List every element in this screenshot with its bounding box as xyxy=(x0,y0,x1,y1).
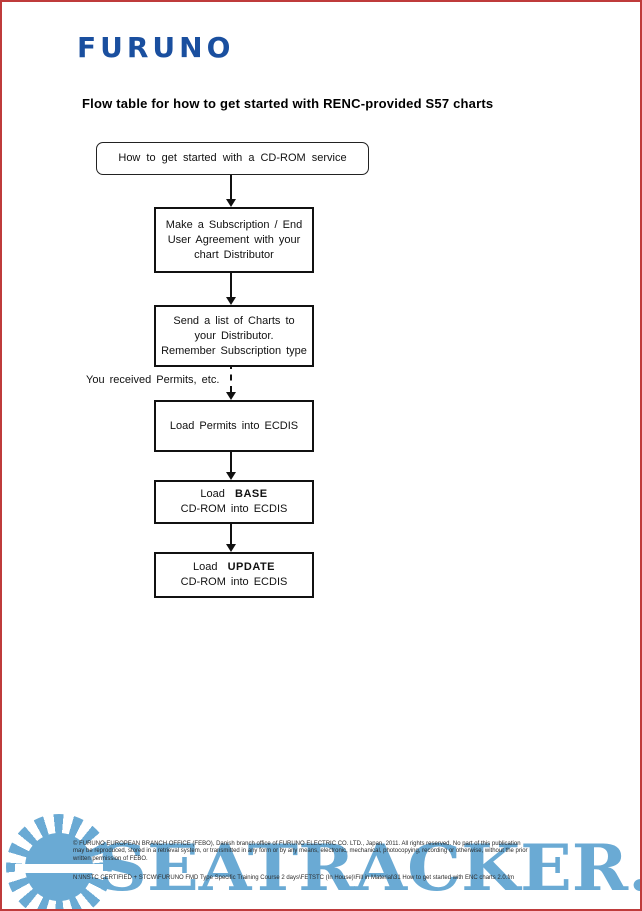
sun-horizon-stripe xyxy=(15,864,103,873)
permits-annotation: You received Permits, etc. xyxy=(86,374,220,386)
file-path-text: N:\INSTC CERTIFIED + STCW\FURUNO FMD Typ… xyxy=(73,875,515,881)
page-title: Flow table for how to get started with R… xyxy=(82,96,494,111)
box-line: Remember Subscription type xyxy=(161,344,307,357)
flowchart-box-send-charts: Send a list of Charts to your Distributo… xyxy=(154,305,314,367)
copyright-text: © FURUNO EUROPEAN BRANCH OFFICE (FEBO), … xyxy=(73,841,585,863)
flow-arrow-2 xyxy=(225,269,236,305)
box-line: chart Distributor xyxy=(194,248,274,261)
box-line: Send a list of Charts to xyxy=(173,314,295,327)
box-line: User Agreement with your xyxy=(167,233,301,246)
flowchart-box-load-base: Load BASE CD-ROM into ECDIS xyxy=(154,480,314,524)
box-word: Load xyxy=(192,561,218,573)
flowchart-box-load-update: Load UPDATE CD-ROM into ECDIS xyxy=(154,552,314,598)
flow-arrow-5 xyxy=(225,520,236,552)
box-line: your Distributor. xyxy=(194,329,274,342)
seatracker-watermark: SEATRACKER.RU xyxy=(98,831,640,906)
flow-arrow-dashed xyxy=(225,363,236,400)
flow-arrow-4 xyxy=(225,448,236,480)
copyright-line: written permission of FEBO. xyxy=(73,855,148,862)
copyright-line: © FURUNO EUROPEAN BRANCH OFFICE (FEBO), … xyxy=(73,841,521,847)
box-line: Load BASE xyxy=(200,487,267,502)
box-keyword: UPDATE xyxy=(227,561,276,573)
box-line: CD-ROM into ECDIS xyxy=(180,503,288,515)
copyright-line: may be reproduced, stored in a retrieval… xyxy=(73,848,528,855)
box-keyword: BASE xyxy=(235,488,268,500)
box-line: Load UPDATE xyxy=(193,560,275,575)
flowchart-box-load-permits: Load Permits into ECDIS xyxy=(154,400,314,452)
start-box-label: How to get started with a CD-ROM service xyxy=(118,152,347,164)
box-line: Load Permits into ECDIS xyxy=(169,419,299,432)
box-line: Make a Subscription / End xyxy=(165,218,303,231)
box-word: Load xyxy=(200,488,225,500)
flowchart-start-box: How to get started with a CD-ROM service xyxy=(96,142,369,175)
flow-arrow-1 xyxy=(225,173,236,207)
sun-logo-icon xyxy=(6,814,112,909)
flowchart-box-subscription: Make a Subscription / End User Agreement… xyxy=(154,207,314,273)
furuno-logo: FURUNO xyxy=(77,31,235,64)
box-line: CD-ROM into ECDIS xyxy=(180,576,288,588)
